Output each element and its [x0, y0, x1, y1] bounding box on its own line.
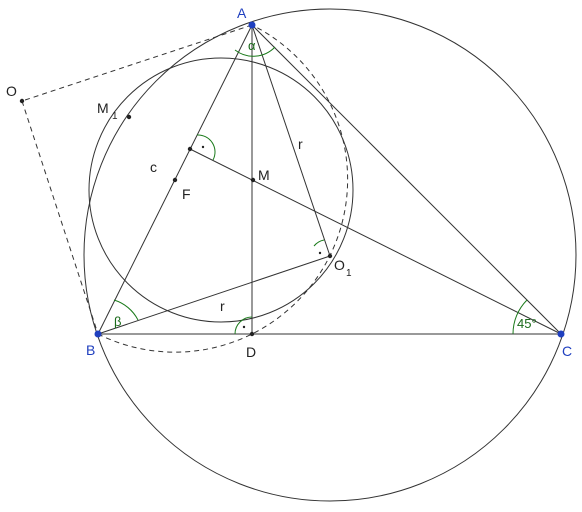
- label-b: B: [86, 342, 95, 358]
- right-angle-d-dot: [242, 325, 246, 329]
- point-b: [94, 330, 102, 338]
- label-beta: β: [114, 314, 121, 329]
- label-alpha: α: [248, 38, 256, 53]
- label-a: A: [237, 5, 247, 21]
- label-c: C: [562, 343, 572, 359]
- label-r-lower: r: [220, 298, 225, 314]
- label-c-side: c: [150, 159, 157, 175]
- label-d: D: [246, 344, 256, 360]
- angle-alpha-arc: [234, 46, 276, 57]
- point-o1: [327, 253, 333, 259]
- side-ac: [251, 24, 562, 335]
- label-gamma: 45°: [517, 316, 537, 331]
- point-a: [248, 21, 256, 29]
- right-angle-foot-dot: [201, 145, 205, 149]
- right-angle-o1-dot: [318, 251, 322, 255]
- point-o: [19, 98, 25, 104]
- angle-beta-arc: [113, 299, 139, 321]
- label-m1-sub: 1: [112, 111, 118, 122]
- dashed-line-ob: [21, 100, 99, 335]
- label-o: O: [6, 83, 17, 99]
- perpendicular-to-c: [189, 148, 562, 335]
- point-c: [557, 330, 565, 338]
- label-r-upper: r: [298, 136, 303, 152]
- point-m1: [126, 114, 132, 120]
- label-o1-main: O: [334, 257, 345, 273]
- segment-ao1: [251, 24, 331, 257]
- right-angle-o1-arc: [313, 239, 325, 247]
- point-d: [249, 331, 255, 337]
- label-m: M: [258, 167, 270, 183]
- point-f: [172, 177, 178, 183]
- segment-bo1: [97, 255, 331, 335]
- label-f: F: [182, 186, 191, 202]
- circumcircle: [83, 8, 577, 502]
- point-m: [250, 177, 256, 183]
- dashed-line-ao: [21, 24, 253, 102]
- right-angle-foot-arc: [196, 134, 216, 161]
- small-circle: [88, 57, 354, 323]
- angle-gamma-arc: [512, 299, 528, 335]
- label-o1-sub: 1: [346, 268, 352, 279]
- label-m1-main: M: [97, 100, 109, 116]
- point-foot: [187, 146, 193, 152]
- right-angle-d-arc: [234, 316, 253, 335]
